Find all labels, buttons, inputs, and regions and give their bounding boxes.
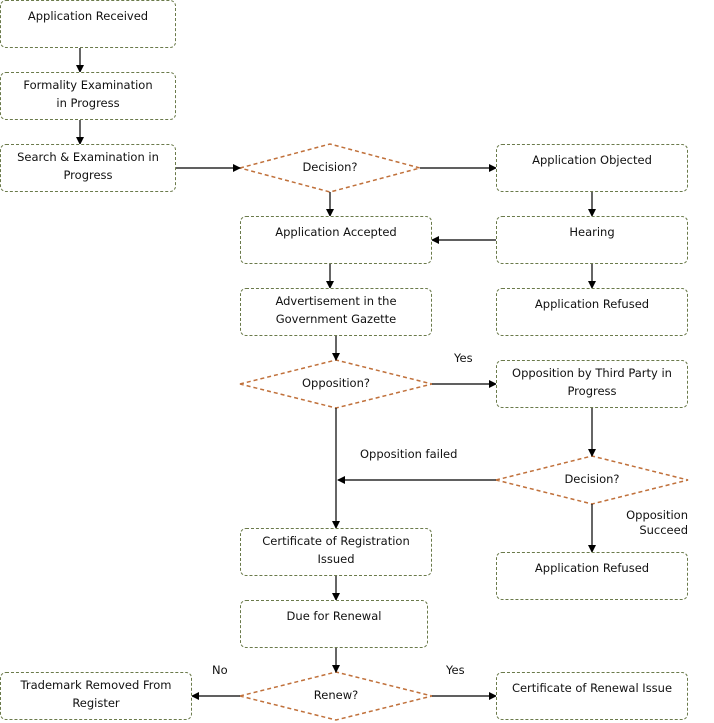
application-received-label: Application Received (27, 9, 149, 23)
decision-diamond-1 (237, 143, 423, 193)
advertisement-label: Advertisement in the Government Gazette (275, 294, 397, 326)
decision-2-label: Decision? (564, 472, 620, 486)
decision-1-label: Decision? (302, 160, 358, 174)
opposition-third-party-box: Opposition by Third Party in Progress (496, 360, 688, 408)
application-refused-box-1: Application Refused (496, 288, 688, 336)
search-exam-label: Search & Examination in Progress (17, 150, 159, 182)
application-accepted-box: Application Accepted (240, 216, 432, 264)
opposition-third-party-label: Opposition by Third Party in Progress (512, 366, 672, 398)
trademark-removed-box: Trademark Removed From Register (0, 672, 192, 720)
certificate-registration-label: Certificate of Registration Issued (262, 534, 410, 566)
application-objected-box: Application Objected (496, 144, 688, 192)
due-renewal-label: Due for Renewal (286, 609, 382, 623)
search-exam-box: Search & Examination in Progress (0, 144, 176, 192)
decision-diamond-2 (495, 455, 689, 505)
yes-renew-label: Yes (446, 663, 465, 677)
opposition-failed-label: Opposition failed (360, 447, 458, 461)
formality-exam-label: Formality Examination in Progress (23, 78, 153, 110)
application-received-box: Application Received (0, 0, 176, 48)
application-refused-label-1: Application Refused (534, 297, 650, 311)
formality-exam-box: Formality Examination in Progress (0, 72, 176, 120)
certificate-renewal-box: Certificate of Renewal Issue (496, 672, 688, 720)
opposition-succeed-label: Opposition Succeed (626, 508, 688, 537)
certificate-renewal-label: Certificate of Renewal Issue (511, 681, 673, 695)
no-renew-label: No (212, 663, 228, 677)
application-refused-box-2: Application Refused (496, 552, 688, 600)
due-renewal-box: Due for Renewal (240, 600, 428, 648)
application-refused-label-2: Application Refused (534, 561, 650, 575)
yes-opposition-label: Yes (454, 351, 473, 365)
hearing-label: Hearing (569, 225, 615, 239)
certificate-registration-box: Certificate of Registration Issued (240, 528, 432, 576)
advertisement-box: Advertisement in the Government Gazette (240, 288, 432, 336)
renew-label: Renew? (313, 688, 359, 702)
application-objected-label: Application Objected (532, 153, 652, 167)
trademark-removed-label: Trademark Removed From Register (20, 678, 172, 710)
opposition-label: Opposition? (301, 376, 370, 390)
application-accepted-label: Application Accepted (275, 225, 397, 239)
hearing-box: Hearing (496, 216, 688, 264)
